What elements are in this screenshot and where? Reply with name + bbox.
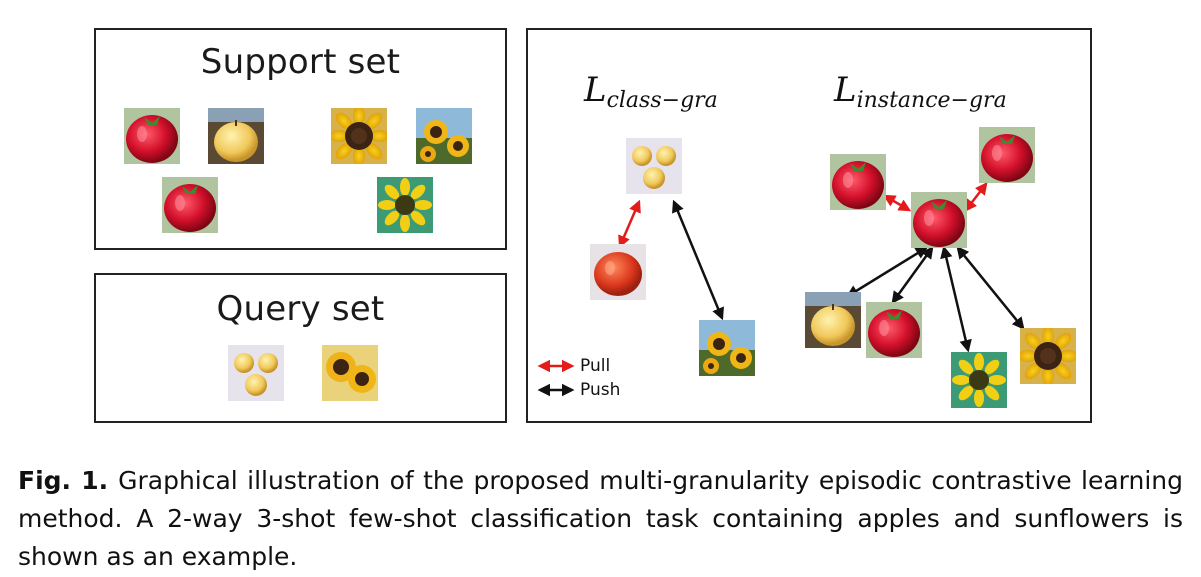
instance-yellow-apple-image	[805, 292, 861, 348]
instance-sunflower-image-1	[951, 352, 1007, 408]
instance-sunflower-image-2	[1020, 328, 1076, 384]
support-yellow-apple-image	[208, 108, 264, 164]
support-sunflower-image-1	[331, 108, 387, 164]
pull-arrow-instance-right	[964, 182, 988, 212]
instance-loss-symbol: L	[834, 70, 857, 110]
legend-push: Push	[536, 380, 620, 400]
class-sunflower-image	[699, 320, 755, 376]
push-arrow-class-sunflower	[672, 199, 724, 321]
legend-pull: Pull	[536, 356, 610, 376]
caption-text: Graphical illustration of the proposed m…	[18, 466, 1183, 571]
support-sunflower-image-2	[377, 177, 433, 233]
support-apple-image-2	[162, 177, 218, 233]
relation-arrows	[618, 182, 1025, 353]
query-set-panel: Query set	[94, 273, 507, 423]
support-set-title: Support set	[200, 42, 401, 82]
pull-arrow-icon	[537, 359, 575, 373]
support-sunflower-field-image	[416, 108, 472, 164]
push-arrow-instance-sunflower-1	[940, 245, 972, 353]
query-set-title: Query set	[216, 289, 385, 329]
instance-granularity-loss-label: Linstance−gra	[834, 70, 1007, 113]
contrastive-loss-panel: Lclass−gra Linstance−gra	[526, 28, 1092, 423]
instance-apple-left-image	[830, 154, 886, 210]
legend-push-label: Push	[580, 380, 621, 400]
push-arrow-instance-apple	[891, 245, 934, 305]
legend-pull-label: Pull	[580, 356, 611, 376]
class-loss-subscript: class−gra	[606, 88, 718, 113]
push-arrow-instance-sunflower-2	[956, 246, 1025, 330]
query-sunflowers-image	[322, 345, 378, 401]
support-set-panel: Support set	[94, 28, 507, 250]
class-granularity-loss-label: Lclass−gra	[584, 70, 718, 113]
pull-arrow-instance-left	[882, 194, 912, 212]
class-prototype-yellow-apples-image	[626, 138, 682, 194]
push-arrow-icon	[537, 383, 575, 397]
pull-arrow-class-apple	[618, 199, 641, 249]
figure-label: Fig. 1.	[18, 466, 109, 495]
query-yellow-apples-image	[228, 345, 284, 401]
instance-red-apple-image	[866, 302, 922, 358]
figure-caption: Fig. 1.Graphical illustration of the pro…	[18, 462, 1183, 576]
instance-anchor-apple-image	[911, 192, 967, 248]
instance-apple-right-image	[979, 127, 1035, 183]
class-loss-symbol: L	[584, 70, 607, 110]
support-apple-image-1	[124, 108, 180, 164]
class-apple-image	[590, 244, 646, 300]
instance-loss-subscript: instance−gra	[856, 88, 1007, 113]
